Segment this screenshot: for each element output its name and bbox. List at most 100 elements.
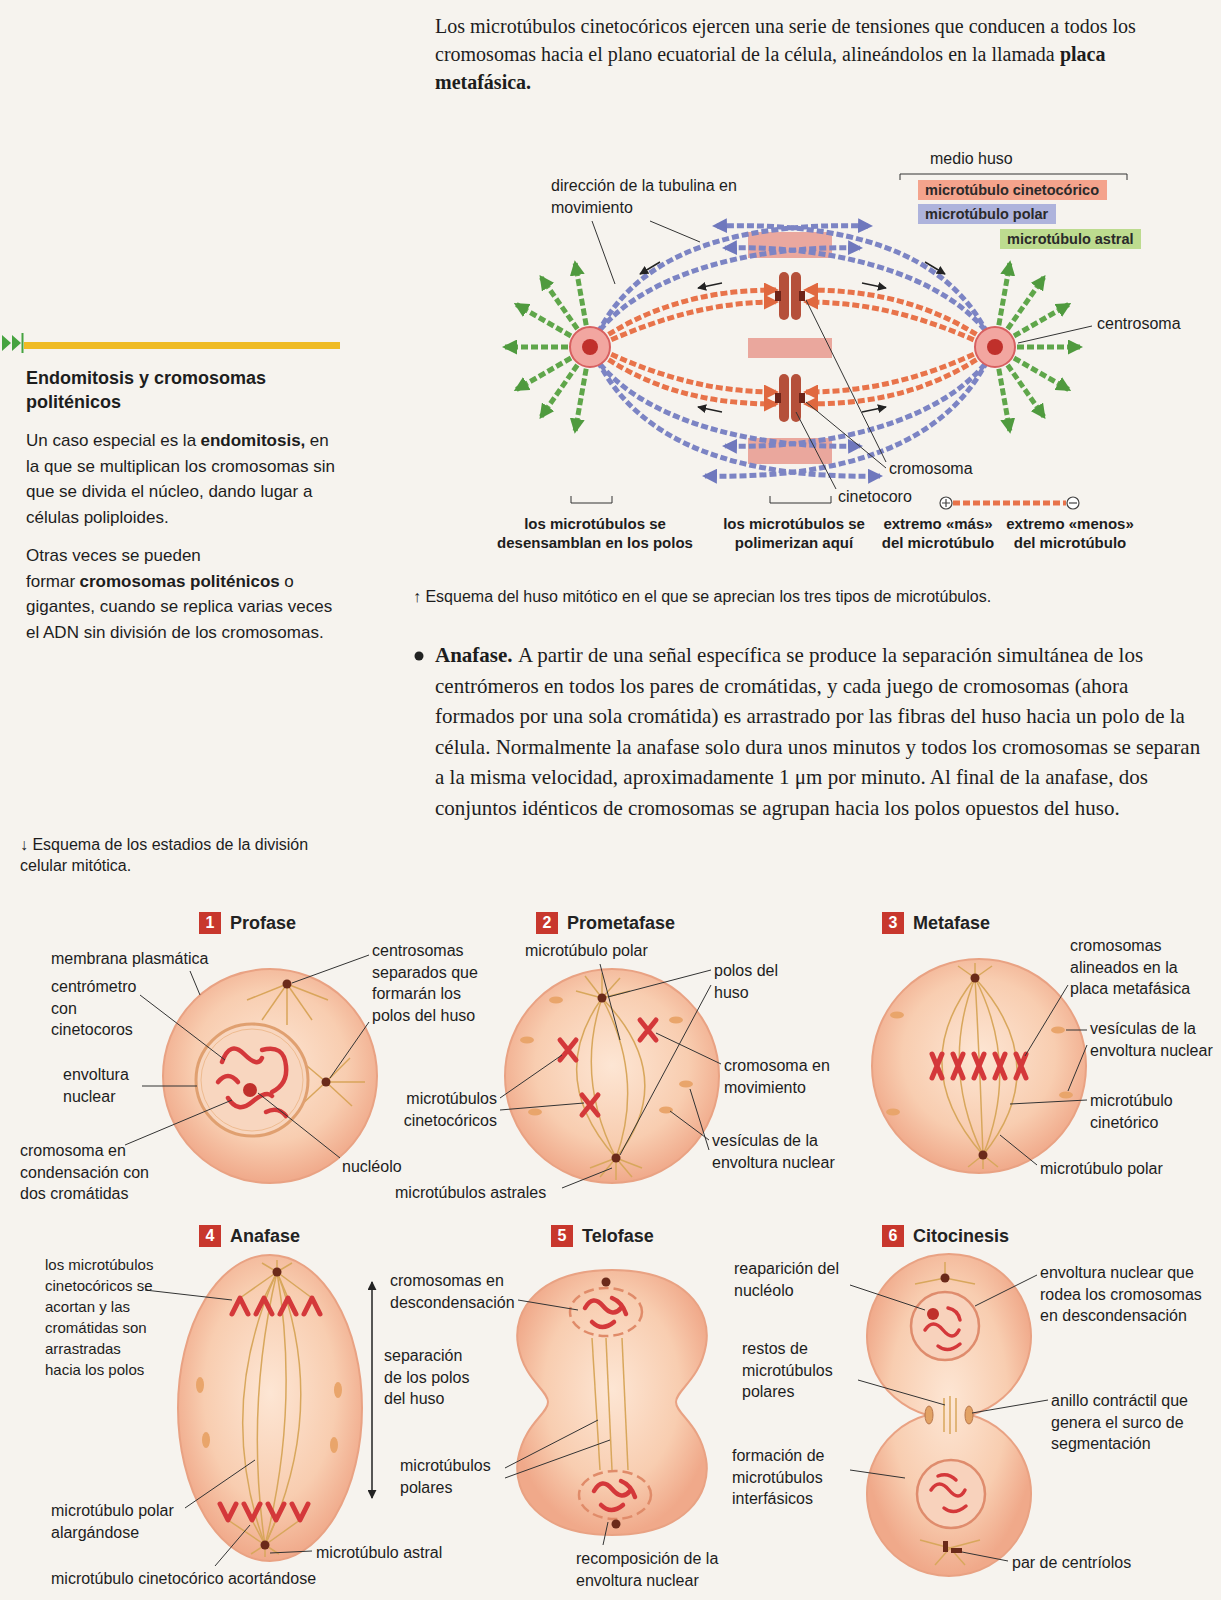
telophase-cell <box>592 1338 600 1470</box>
cytokinesis-cell <box>950 1540 980 1548</box>
stage-name: Profase <box>230 912 296 934</box>
anaphase-cell <box>196 1377 204 1393</box>
paragraph-text: Un caso especial es la <box>26 431 196 450</box>
prophase-cell <box>218 1076 238 1082</box>
leader-line <box>770 496 831 503</box>
leader-line <box>1066 1030 1087 1031</box>
anaphase-cell <box>273 1268 282 1277</box>
microtubule-end-sample <box>953 501 1066 506</box>
prophase-cell <box>218 1049 286 1116</box>
label-box: centrosoma <box>1097 313 1207 335</box>
label-box: extremo «más» del microtúbulo <box>878 514 998 552</box>
label-box: microtúbulo polar alargándose <box>51 1500 186 1543</box>
chromosome <box>799 291 805 301</box>
astral-microtubule <box>505 345 568 350</box>
label-box: envoltura nuclear <box>63 1064 153 1107</box>
cytokinesis-cell <box>943 1398 945 1432</box>
leader-line <box>600 964 620 1040</box>
direction-arrow <box>698 283 722 288</box>
label-box: microtúbulo cinetocórico acortándose <box>51 1568 371 1590</box>
callout-label: extremo «más» del microtúbulo <box>878 514 998 552</box>
label-box: medio huso <box>930 148 1050 170</box>
telophase-cell <box>570 1288 642 1336</box>
metaphase-cell <box>975 978 1017 1155</box>
leader-line <box>608 970 711 997</box>
cytokinesis-cell <box>944 1506 966 1512</box>
chromosome <box>775 291 781 301</box>
cytokinesis-cell <box>911 1292 979 1360</box>
label-box: cromosomas alineados en la placa metafás… <box>1070 935 1215 1000</box>
astral-microtubule <box>505 263 1080 430</box>
cytokinesis-cell <box>925 1324 959 1336</box>
leader-line <box>690 1089 709 1150</box>
astral-microtubule <box>1008 277 1044 329</box>
prophase-cell <box>247 984 287 1000</box>
callout-label: microtúbulo astral <box>316 1542 466 1564</box>
prometaphase-cell <box>582 1095 598 1115</box>
telophase-cell <box>517 1270 707 1535</box>
telophase-cell <box>579 1471 651 1519</box>
prometaphase-cell <box>549 997 563 1004</box>
anaphase-cell <box>220 1504 236 1520</box>
label-box: par de centríolos <box>1012 1552 1162 1574</box>
microtubule-end-sample <box>942 499 950 507</box>
leader-line <box>142 1086 197 1087</box>
cytokinesis-cell <box>927 1308 939 1320</box>
leader-line <box>592 221 615 284</box>
label-box: polos del huso <box>714 960 794 1003</box>
label-box: reaparición del nucléolo <box>734 1258 859 1301</box>
metaphase-cell <box>1016 1054 1026 1078</box>
anaphase-cell <box>178 1255 362 1561</box>
cytokinesis-cell <box>955 1398 957 1432</box>
leader-line <box>571 496 612 503</box>
stage-number: 3 <box>882 912 904 934</box>
stage-number: 4 <box>199 1225 221 1247</box>
kinetochore-microtubule <box>806 302 983 344</box>
cytokinesis-cell <box>925 1406 933 1424</box>
anaphase-cell <box>304 1298 320 1314</box>
leader-line <box>603 1522 608 1545</box>
stage-heading: 1Profase <box>199 912 296 934</box>
metaphase-cell <box>971 974 980 983</box>
prophase-cell <box>322 1078 331 1087</box>
telophase-cell <box>601 1505 623 1510</box>
callout-label: microtúbulos astrales <box>395 1182 565 1204</box>
label-box: envoltura nuclear que rodea los cromosom… <box>1040 1262 1212 1327</box>
direction-arrow <box>698 407 722 412</box>
anaphase-cell <box>292 1504 308 1520</box>
prometaphase-cell <box>612 1154 621 1163</box>
astral-microtubule <box>999 263 1010 325</box>
metaphase-cell <box>890 1012 904 1019</box>
leader-line <box>806 402 886 468</box>
prometaphase-cell <box>679 1081 693 1088</box>
prometaphase-cell <box>659 1107 673 1114</box>
stage-name: Prometafase <box>567 912 675 934</box>
metaphase-cell <box>942 963 1017 1169</box>
cytokinesis-cell <box>867 1254 1031 1576</box>
callout-label: cromosoma <box>889 458 999 480</box>
metaphase-cell <box>932 1054 942 1078</box>
anaphase-cell <box>202 1432 210 1448</box>
prometaphase-cell <box>560 1020 656 1115</box>
stage-name: Anafase <box>230 1225 300 1247</box>
label-box: los microtúbulos se polimerizan aquí <box>714 514 874 552</box>
callout-label: microtúbulo polar <box>525 940 675 962</box>
leader-line <box>656 1033 721 1064</box>
astral-microtubule <box>1008 365 1044 417</box>
paragraph: Un caso especial es laendomitosis,en la … <box>26 428 338 530</box>
metaphase-cell <box>979 1151 988 1160</box>
callout-label: envoltura nuclear <box>63 1064 153 1107</box>
metaphase-cell <box>974 1054 984 1078</box>
prophase-cell <box>243 1083 257 1097</box>
label-box: vesículas de la envoltura nuclear <box>1090 1018 1215 1061</box>
telophase-cell <box>606 1338 612 1470</box>
callout-label: anillo contráctil que genera el surco de… <box>1051 1390 1206 1455</box>
metaphase-cell <box>995 1054 1005 1078</box>
prometaphase-cell <box>577 998 616 1158</box>
leader-line <box>505 1440 610 1478</box>
leader-line <box>670 1111 709 1140</box>
prophase-cell <box>222 1049 262 1063</box>
label-box: Endomitosis y cromosomas politénicos <box>26 366 336 414</box>
callout-label: cromosomas alineados en la placa metafás… <box>1070 935 1215 1000</box>
